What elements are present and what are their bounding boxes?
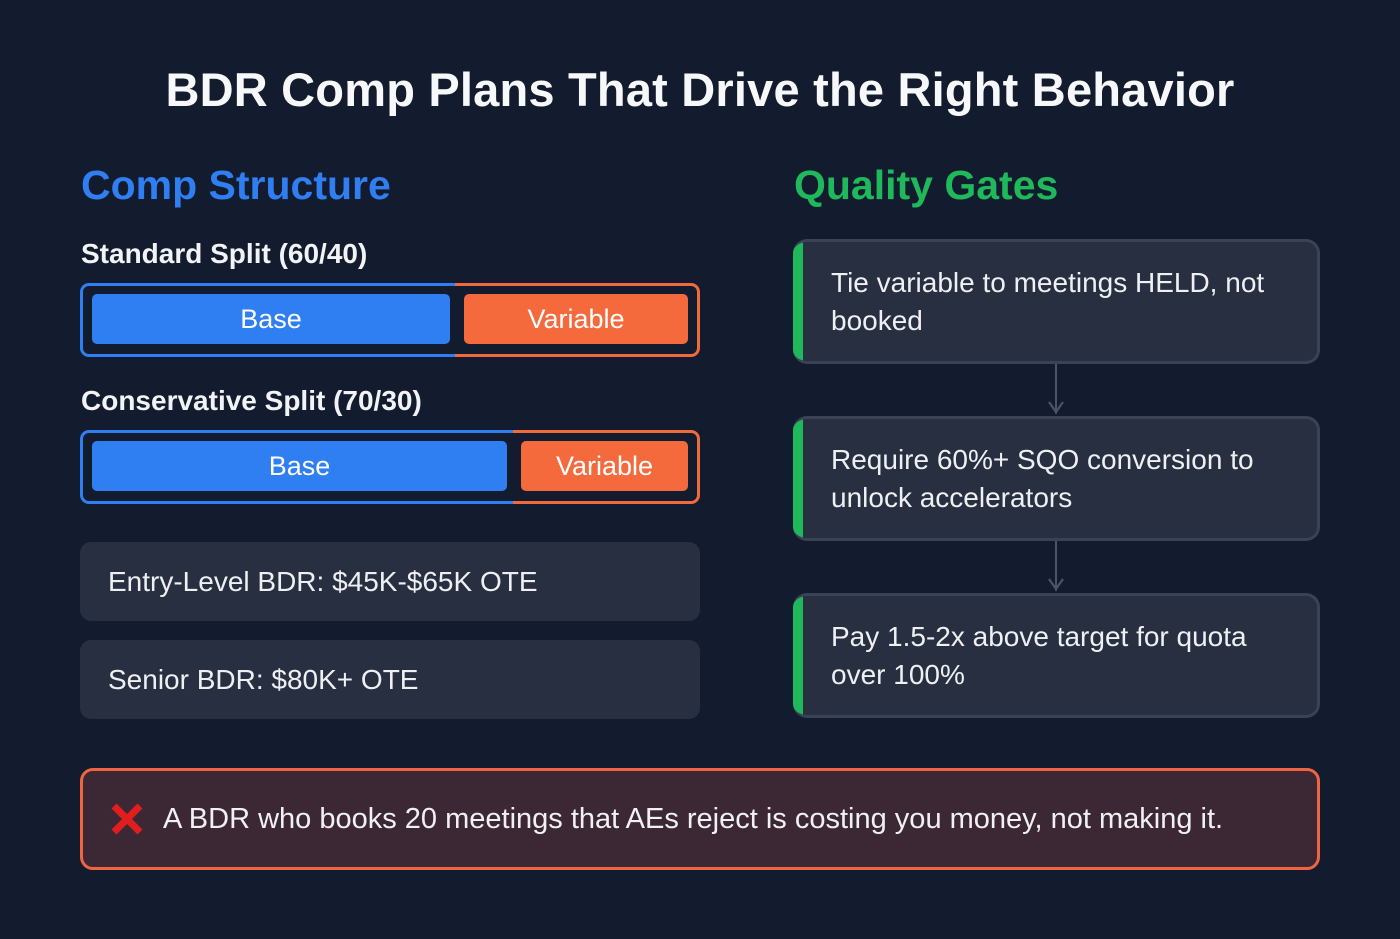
- base-segment: Base: [92, 294, 450, 344]
- quality-gate-text: Pay 1.5-2x above target for quota over 1…: [831, 620, 1247, 690]
- arrow-down-icon: [1048, 578, 1064, 591]
- ote-card-senior: Senior BDR: $80K+ OTE: [80, 640, 700, 719]
- x-mark-icon: [111, 803, 143, 835]
- base-segment: Base: [92, 441, 507, 491]
- connector-line: [1055, 364, 1057, 414]
- conservative-split-bar: Base Variable: [80, 430, 700, 504]
- variable-segment: Variable: [464, 294, 688, 344]
- base-outline: [80, 430, 513, 504]
- green-accent-bar: [793, 242, 803, 361]
- green-accent-bar: [793, 419, 803, 538]
- variable-segment: Variable: [521, 441, 688, 491]
- variable-outline: [513, 430, 700, 504]
- comp-structure-heading: Comp Structure: [81, 162, 391, 208]
- standard-split-bar: Base Variable: [80, 283, 700, 357]
- connector-line: [1055, 541, 1057, 591]
- quality-gate-step: Tie variable to meetings HELD, not booke…: [793, 239, 1320, 364]
- green-accent-bar: [793, 596, 803, 715]
- base-outline: [80, 283, 455, 357]
- variable-outline: [455, 283, 700, 357]
- quality-gate-step: Pay 1.5-2x above target for quota over 1…: [793, 593, 1320, 718]
- ote-card-entry-level: Entry-Level BDR: $45K-$65K OTE: [80, 542, 700, 621]
- conservative-split-label: Conservative Split (70/30): [81, 385, 422, 416]
- quality-gate-text: Tie variable to meetings HELD, not booke…: [831, 266, 1265, 336]
- page-title: BDR Comp Plans That Drive the Right Beha…: [165, 63, 1235, 116]
- quality-gate-step: Require 60%+ SQO conversion to unlock ac…: [793, 416, 1320, 541]
- warning-text: A BDR who books 20 meetings that AEs rej…: [163, 802, 1224, 835]
- standard-split-label: Standard Split (60/40): [81, 238, 368, 269]
- quality-gate-text: Require 60%+ SQO conversion to unlock ac…: [831, 443, 1254, 513]
- arrow-down-icon: [1048, 401, 1064, 414]
- quality-gates-heading: Quality Gates: [794, 162, 1059, 208]
- warning-callout: A BDR who books 20 meetings that AEs rej…: [80, 768, 1320, 870]
